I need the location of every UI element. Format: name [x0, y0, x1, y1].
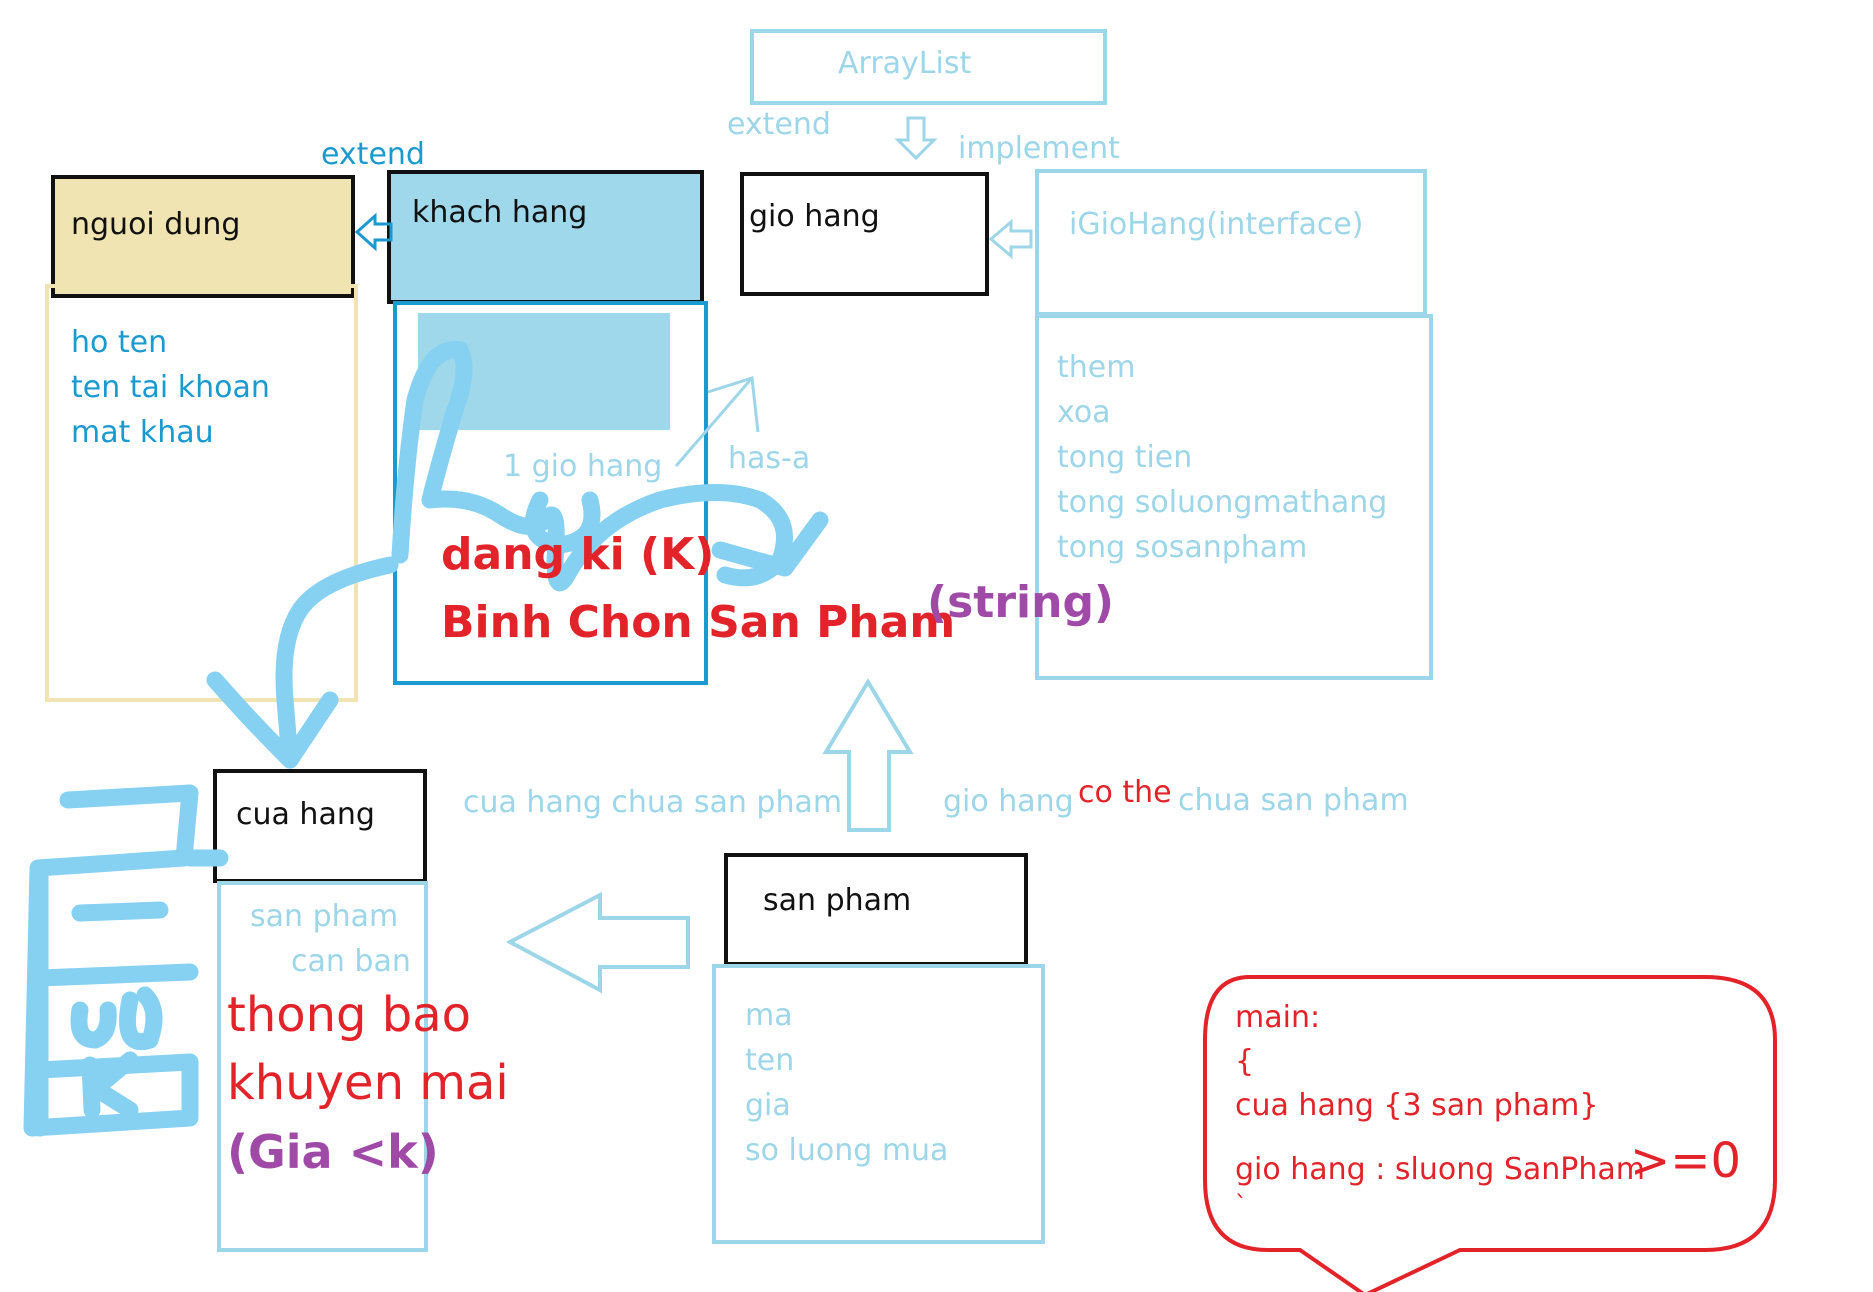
igiohang-method: them	[1057, 350, 1136, 385]
igiohang-method: tong soluongmathang	[1057, 485, 1388, 520]
khach-hang-note-binh-chon: Binh Chon San Pham	[441, 597, 956, 648]
san-pham-field: so luong mua	[745, 1133, 949, 1168]
cua-hang-field-san-pham: san pham	[250, 899, 399, 934]
scribble-loop	[524, 491, 601, 554]
igiohang-method: tong sosanpham	[1057, 530, 1308, 565]
implement-label: implement	[958, 131, 1120, 166]
implement-arrow	[988, 218, 1033, 260]
cua-hang-note-gia: (Gia <k)	[227, 1125, 439, 1179]
extend-arrow-left	[354, 212, 393, 252]
one-gio-hang-label: 1 gio hang	[503, 449, 663, 484]
scribble-arrowhead-right	[711, 511, 829, 577]
san-pham-field: ten	[745, 1043, 795, 1078]
extend-arrow-down	[894, 116, 938, 161]
gio-hang-box	[740, 172, 989, 296]
san-pham-title: san pham	[763, 883, 912, 918]
arraylist-title: ArrayList	[838, 46, 972, 81]
gio-hang-co-the-label-b: co the	[1078, 775, 1172, 810]
has-a-line	[674, 377, 754, 467]
nguoi-dung-field: ho ten	[71, 325, 168, 360]
cua-hang-chua-label: cua hang chua san pham	[463, 785, 843, 820]
cua-hang-body	[217, 881, 428, 1252]
up-arrow	[822, 678, 914, 832]
main-bubble-line: main:	[1235, 1000, 1321, 1035]
nguoi-dung-title: nguoi dung	[71, 207, 241, 242]
cua-hang-field-can-ban: can ban	[291, 944, 411, 979]
left-arrow	[505, 891, 690, 994]
igiohang-header	[1035, 169, 1427, 316]
gio-hang-title: gio hang	[749, 199, 880, 234]
san-pham-field: ma	[745, 998, 793, 1033]
nguoi-dung-field: mat khau	[71, 415, 214, 450]
scribble-store	[23, 784, 229, 1137]
igiohang-method: tong tien	[1057, 440, 1193, 475]
scribble-down	[275, 556, 399, 769]
has-a-arrowhead	[707, 376, 760, 433]
khach-hang-note-dang-ki: dang ki (K)	[441, 529, 715, 580]
gio-hang-co-the-label-a: gio hang	[943, 784, 1074, 819]
gio-hang-co-the-label-c: chua san pham	[1178, 783, 1409, 818]
igiohang-method: xoa	[1057, 395, 1111, 430]
igiohang-title: iGioHang(interface)	[1069, 207, 1364, 242]
scribbles	[23, 341, 829, 1137]
extend-top-label: extend	[727, 107, 831, 142]
main-bubble-ge-zero: >=0	[1630, 1133, 1741, 1189]
nguoi-dung-body	[45, 284, 358, 702]
arraylist-box	[750, 29, 1107, 105]
san-pham-field: gia	[745, 1088, 791, 1123]
igiohang-body	[1035, 314, 1433, 680]
main-bubble-line-sluong: gio hang : sluong SanPham	[1235, 1152, 1645, 1187]
cua-hang-title: cua hang	[236, 797, 375, 832]
main-bubble	[1203, 975, 1777, 1292]
has-a-label: has-a	[728, 441, 811, 476]
nguoi-dung-header	[51, 175, 355, 298]
cua-hang-note-thong-bao: thong bao	[227, 987, 472, 1043]
extend-left-label: extend	[321, 137, 425, 172]
main-bubble-line: cua hang {3 san pham}	[1235, 1088, 1599, 1123]
main-bubble-tail-mark: `	[1235, 1191, 1247, 1219]
khach-hang-header	[387, 170, 704, 304]
scribble-arrowhead-down	[206, 671, 339, 769]
nguoi-dung-field: ten tai khoan	[71, 370, 270, 405]
cua-hang-note-khuyen-mai: khuyen mai	[227, 1055, 509, 1111]
khach-hang-title: khach hang	[412, 195, 588, 230]
khach-hang-note-string: (string)	[927, 577, 1115, 628]
scribble-curve	[391, 341, 793, 592]
san-pham-body	[712, 964, 1045, 1244]
main-bubble-line: {	[1235, 1044, 1255, 1079]
